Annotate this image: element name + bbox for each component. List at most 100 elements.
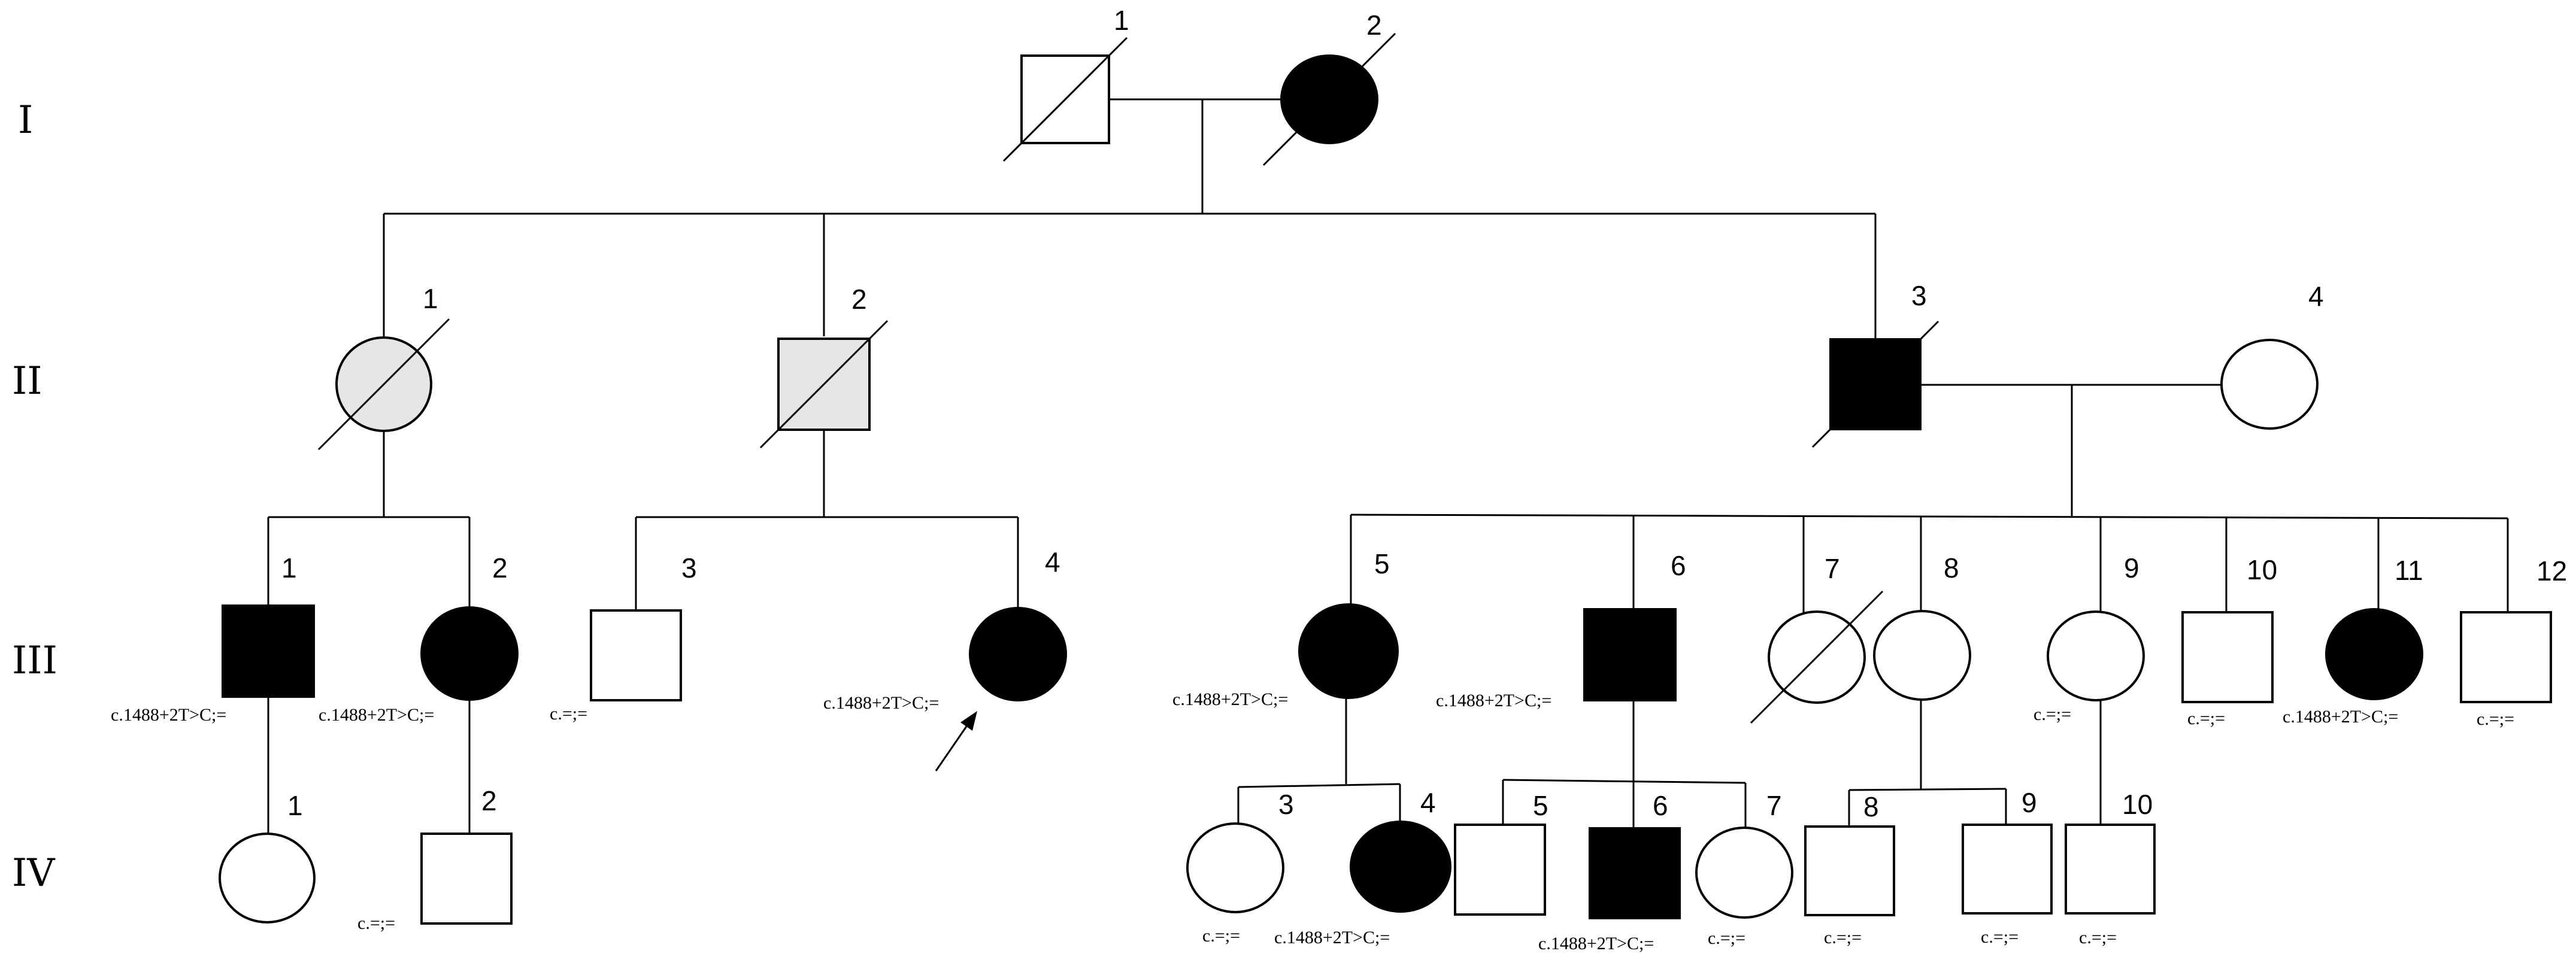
individual-number: 1 — [1114, 5, 1129, 36]
individual-ii-4: 4 — [2220, 281, 2324, 430]
individual-iv-6: 6c.1488+2T>C;= — [1538, 790, 1681, 953]
sibship-line-iii-8 — [1848, 788, 2007, 791]
genotype-label: c.1488+2T>C;= — [2283, 707, 2398, 727]
individual-number: 4 — [1420, 787, 1436, 818]
generation-label-iii: III — [12, 639, 57, 683]
female-circle-icon — [2047, 610, 2145, 701]
individual-number: 1 — [281, 552, 297, 584]
individual-i-1: 1 — [1002, 5, 1129, 162]
individual-ii-2: 2 — [759, 284, 889, 449]
genotype-label: c.=;= — [2477, 709, 2514, 729]
individual-iii-5: 5c.1488+2T>C;= — [1172, 548, 1399, 709]
individual-number: 9 — [2022, 787, 2037, 818]
individual-iii-9: 9c.=;= — [2033, 552, 2145, 724]
deceased-slash-icon — [1750, 590, 1884, 724]
female-circle-icon — [1298, 603, 1399, 699]
female-circle-icon — [1873, 610, 1971, 701]
individual-number: 3 — [1911, 280, 1927, 311]
pedigree-lines — [267, 98, 2509, 835]
individual-iii-4: 4c.1488+2T>C;= — [823, 546, 1067, 713]
male-square-icon — [2181, 611, 2274, 703]
female-circle-icon — [2220, 339, 2319, 430]
sibship-line-iii-6 — [1502, 779, 1746, 784]
individual-iii-1: 1 c.1488+2T>C;= — [111, 552, 315, 725]
male-square-icon — [1589, 827, 1681, 919]
individual-iii-3: 3 c.=;= — [550, 552, 697, 724]
sibship-line-iii-5 — [1238, 783, 1401, 788]
individual-number: 2 — [481, 785, 497, 816]
individual-iv-7: 7 c.=;= — [1695, 790, 1793, 948]
genotype-label: c.=;= — [357, 913, 395, 933]
sibship-line-iii — [1350, 514, 2508, 520]
genotype-label: c.1488+2T>C;= — [1274, 928, 1390, 947]
individual-iv-2: 2 c.=;= — [357, 785, 513, 933]
individual-iv-4: 4 c.1488+2T>C;= — [1274, 787, 1451, 947]
individual-iii-7: 7 — [1750, 553, 1884, 724]
individual-number: 3 — [1278, 789, 1294, 820]
female-circle-icon — [1186, 822, 1284, 913]
male-square-icon — [2460, 611, 2552, 703]
individual-number: 3 — [681, 552, 697, 584]
individual-number: 11 — [2395, 555, 2423, 586]
male-square-icon — [1583, 608, 1677, 701]
female-circle-icon — [1350, 821, 1451, 913]
individual-iii-6: 6 c.1488+2T>C;= — [1436, 550, 1686, 710]
female-circle-icon — [420, 606, 519, 701]
individual-i-2: 2 — [1262, 10, 1396, 166]
genotype-label: c.=;= — [1202, 926, 1240, 946]
male-square-icon — [1804, 825, 1895, 916]
individual-iii-10: 10c.=;= — [2181, 554, 2277, 728]
individual-ii-3: 3 — [1811, 280, 1939, 448]
deceased-slash-icon — [1811, 320, 1939, 448]
individual-number: 6 — [1671, 550, 1686, 581]
individual-number: 7 — [1825, 553, 1840, 584]
genotype-label: c.1488+2T>C;= — [319, 705, 434, 725]
individual-number: 4 — [2308, 281, 2324, 312]
individual-ii-1: 1 — [317, 283, 450, 451]
individual-number: 2 — [851, 284, 867, 315]
individual-number: 10 — [2122, 789, 2153, 820]
individual-number: 1 — [287, 790, 303, 821]
proband-arrow — [935, 721, 971, 771]
female-circle-icon — [219, 833, 316, 923]
genotype-label: c.=;= — [1981, 927, 2019, 947]
genotype-label: c.=;= — [2033, 704, 2071, 724]
genotype-label: c.=;= — [1824, 928, 1862, 947]
individual-number: 5 — [1533, 790, 1548, 821]
individual-number: 8 — [1944, 552, 1959, 584]
individual-number: 2 — [1366, 10, 1382, 41]
individual-number: 2 — [492, 552, 508, 584]
genotype-label: c.=;= — [1708, 928, 1745, 948]
individual-iii-11: 11 c.1488+2T>C;= — [2283, 555, 2423, 727]
individual-iv-10: 10 c.=;= — [2065, 789, 2156, 947]
genotype-label: c.=;= — [2079, 928, 2117, 947]
male-square-icon — [1454, 824, 1546, 916]
individual-iv-5: 5 — [1454, 790, 1548, 916]
individual-number: 7 — [1766, 790, 1782, 821]
deceased-slash-icon — [317, 318, 450, 451]
female-circle-icon — [969, 607, 1067, 701]
male-square-icon — [590, 609, 682, 701]
deceased-slash-icon — [759, 320, 889, 449]
proband-arrowhead-icon — [960, 711, 977, 731]
genotype-label: c.=;= — [550, 704, 587, 724]
genotype-label: c.1488+2T>C;= — [1436, 691, 1551, 710]
individual-number: 12 — [2536, 555, 2567, 587]
generation-label-iv: IV — [12, 851, 56, 895]
male-square-icon — [222, 604, 315, 698]
individual-iv-1: 1 — [219, 790, 316, 923]
individual-iii-8: 8 — [1873, 552, 1971, 701]
individual-number: 1 — [423, 283, 438, 314]
individual-iii-12: 12 c.=;= — [2460, 555, 2567, 729]
female-circle-icon — [1695, 827, 1793, 919]
male-square-icon — [1962, 824, 2053, 915]
generation-label-i: I — [18, 98, 33, 142]
individual-iii-2: 2 c.1488+2T>C;= — [319, 552, 519, 725]
genotype-label: c.1488+2T>C;= — [111, 705, 226, 725]
individual-iv-3: 3 c.=;= — [1186, 789, 1294, 946]
individual-number: 5 — [1374, 548, 1390, 579]
genotype-label: c.=;= — [2187, 709, 2225, 728]
individual-iv-8: 8c.=;= — [1804, 791, 1895, 947]
